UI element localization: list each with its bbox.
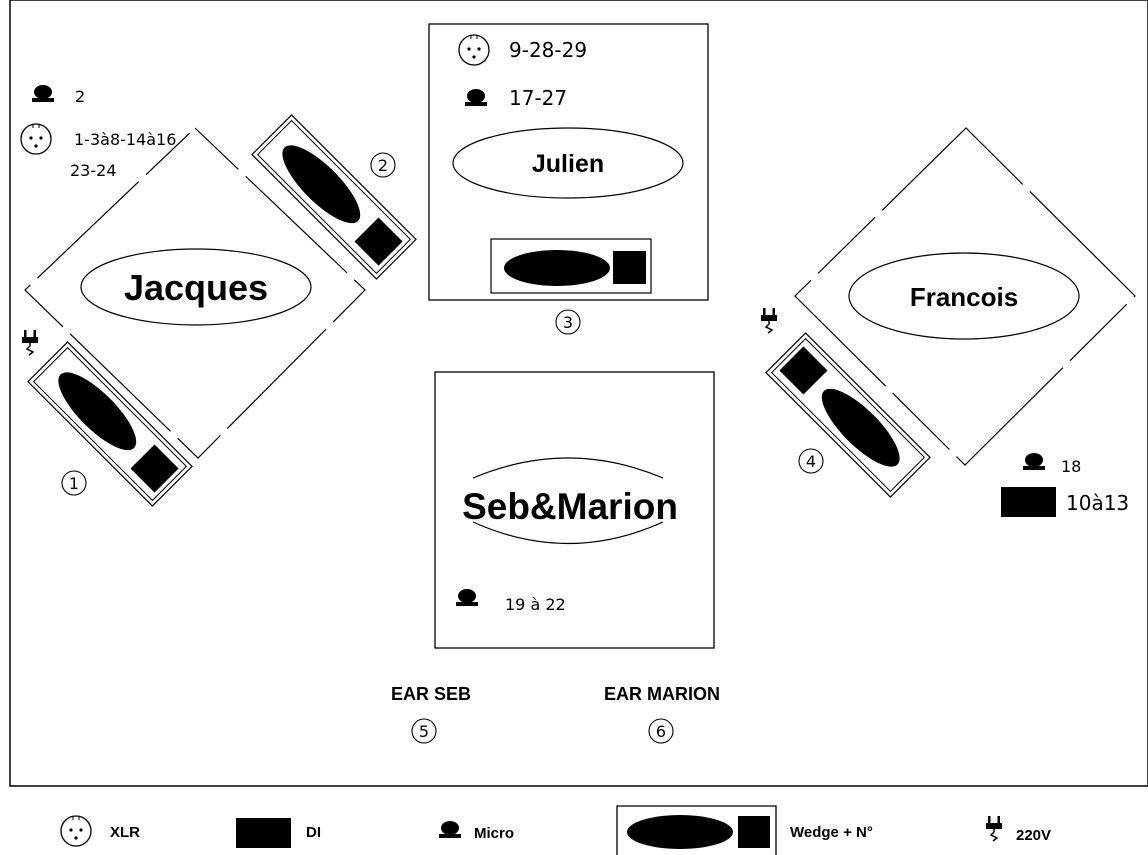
wedge-4 <box>765 332 931 498</box>
xlr-icon <box>20 123 52 155</box>
wedge-3 <box>490 238 652 294</box>
francois-di-channels: 10à13 <box>1066 491 1129 515</box>
wedge-2 <box>251 114 417 280</box>
wedge-3-number: 3 <box>563 313 573 332</box>
jacques-micro-channels: 2 <box>75 87 85 106</box>
jacques-xlr-channels-2: 23-24 <box>70 161 117 180</box>
legend-xlr-icon <box>60 815 92 847</box>
di-icon <box>1001 487 1056 517</box>
legend-power-label: 220V <box>1016 827 1051 844</box>
francois-riser <box>794 127 1136 466</box>
micro-icon <box>456 589 478 606</box>
legend-di-label: DI <box>306 824 321 841</box>
wedge-1 <box>27 341 193 507</box>
micro-icon <box>32 85 54 102</box>
jacques-area: Jacques 2 1-3à8-14à16 23-24 1 2 <box>20 85 417 507</box>
julien-area: 9-28-29 17-27 Julien 3 <box>428 23 709 335</box>
legend-micro-icon <box>439 821 461 838</box>
francois-ellipse <box>848 252 1080 340</box>
legend-power-plug-icon <box>985 815 1003 842</box>
legend-di-icon <box>236 818 291 848</box>
jacques-xlr-channels: 1-3à8-14à16 <box>74 130 176 149</box>
legend: XLR DI Micro Wedge + N° 220V <box>60 805 1051 855</box>
ear-seb-label: EAR SEB <box>391 684 471 704</box>
power-plug-icon <box>760 307 778 334</box>
wedge-1-number: 1 <box>69 474 79 493</box>
seb-marion-area: Seb&Marion 19 à 22 <box>434 371 715 649</box>
francois-micro-channels: 18 <box>1061 457 1081 476</box>
legend-xlr-label: XLR <box>110 824 140 841</box>
wedge-6-number: 6 <box>656 722 666 741</box>
seb-marion-riser <box>434 371 715 649</box>
xlr-icon <box>458 34 490 66</box>
jacques-label: Jacques <box>124 267 268 308</box>
wedge-2-number: 2 <box>378 156 388 175</box>
ear-monitors: EAR SEB 5 EAR MARION 6 <box>391 684 720 744</box>
wedge-5-number: 5 <box>419 722 429 741</box>
legend-wedge-icon <box>616 805 777 855</box>
julien-micro-channels: 17-27 <box>509 86 567 110</box>
julien-riser <box>428 23 709 301</box>
seb-marion-ellipse-bottom <box>472 521 664 545</box>
power-plug-icon <box>21 329 39 356</box>
francois-area: Francois 4 18 10à13 <box>760 127 1136 517</box>
julien-ellipse <box>452 127 684 199</box>
legend-micro-label: Micro <box>474 825 514 842</box>
ear-marion-label: EAR MARION <box>604 684 720 704</box>
seb-marion-label: Seb&Marion <box>462 486 678 527</box>
julien-xlr-channels: 9-28-29 <box>509 38 587 62</box>
julien-label: Julien <box>532 150 604 178</box>
micro-icon <box>465 89 487 106</box>
jacques-riser <box>24 127 366 459</box>
seb-marion-ellipse-top <box>472 457 664 479</box>
micro-icon <box>1023 453 1045 470</box>
jacques-ellipse <box>80 248 312 326</box>
stage-border <box>9 0 1148 787</box>
wedge-4-number: 4 <box>806 452 816 471</box>
legend-wedge-label: Wedge + N° <box>790 824 873 841</box>
francois-label: Francois <box>910 282 1018 312</box>
seb-marion-micro-channels: 19 à 22 <box>505 595 566 614</box>
